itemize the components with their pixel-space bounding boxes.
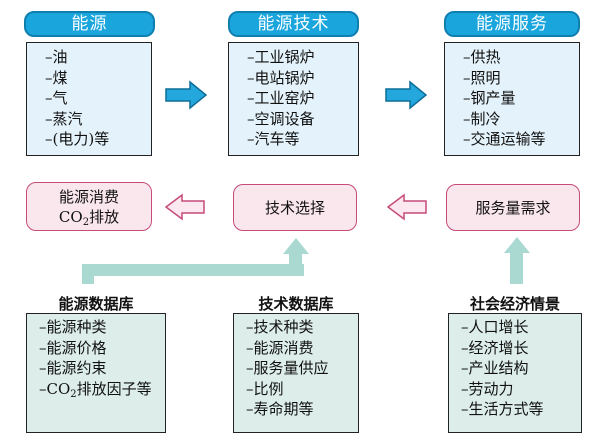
list-item: –气 <box>45 89 68 107</box>
list-item: –工业窑炉 <box>247 89 315 107</box>
list-item: –能源消费 <box>246 338 314 357</box>
energy-service-list: –供热 –照明 –钢产量 –制冷 –交通运输等 <box>444 42 580 156</box>
tech-database-list: –技术种类 –能源消费 –服务量供应 –比例 –寿命期等 <box>233 313 359 433</box>
co2-emission-label: CO2排放 <box>58 207 120 228</box>
list-item: –能源价格 <box>39 338 107 357</box>
list-item: –煤 <box>45 68 68 87</box>
energy-consumption-box: 能源消费 CO2排放 <box>26 182 152 231</box>
energy-service-header: 能源服务 <box>444 11 580 37</box>
list-item: –劳动力 <box>461 379 514 398</box>
list-item: –(电力)等 <box>45 130 110 148</box>
up-arrow-icon <box>504 237 530 253</box>
energy-database-title: 能源数据库 <box>58 295 134 313</box>
socioeconomic-scenario-title: 社会经济情景 <box>469 295 560 313</box>
energy-tech-list: –工业锅炉 –电站锅炉 –工业窑炉 –空调设备 –汽车等 <box>228 42 359 156</box>
list-item: –能源约束 <box>39 359 107 377</box>
list-item: –照明 <box>463 68 501 87</box>
connector-stem <box>82 264 94 284</box>
list-item: –工业锅炉 <box>247 48 315 66</box>
right-arrow-icon <box>165 80 208 110</box>
list-item: –服务量供应 <box>246 359 329 377</box>
up-arrow-icon <box>283 238 309 254</box>
list-item: –钢产量 <box>463 89 516 107</box>
tech-database-title: 技术数据库 <box>258 295 334 313</box>
list-item: –蒸汽 <box>45 109 83 128</box>
list-item: –生活方式等 <box>461 400 544 418</box>
socioeconomic-scenario-list: –人口增长 –经济增长 –产业结构 –劳动力 –生活方式等 <box>448 313 582 433</box>
list-item: –CO2排放因子等 <box>39 379 152 400</box>
tech-choice-box: 技术选择 <box>233 184 357 231</box>
energy-consumption-label: 能源消费 <box>58 187 119 206</box>
list-item: –人口增长 <box>461 318 529 336</box>
right-arrow-icon <box>385 80 428 110</box>
energy-database-list: –能源种类 –能源价格 –能源约束 –CO2排放因子等 <box>26 313 166 433</box>
list-item: –供热 <box>463 48 501 66</box>
list-item: –比例 <box>246 379 284 398</box>
connector-stem <box>289 252 302 276</box>
tech-choice-label: 技术选择 <box>264 198 325 217</box>
list-item: –寿命期等 <box>246 400 314 418</box>
list-item: –产业结构 <box>461 359 529 377</box>
energy-list: –油 –煤 –气 –蒸汽 –(电力)等 <box>26 42 152 156</box>
list-item: –油 <box>45 48 68 66</box>
connector-bar <box>82 264 304 276</box>
energy-tech-header: 能源技术 <box>228 11 359 37</box>
service-demand-box: 服务量需求 <box>446 184 580 231</box>
energy-header: 能源 <box>24 11 155 37</box>
connector-stem <box>510 250 523 284</box>
list-item: –电站锅炉 <box>247 68 315 87</box>
list-item: –空调设备 <box>247 109 315 128</box>
left-arrow-icon <box>164 193 205 221</box>
list-item: –能源种类 <box>39 318 107 336</box>
list-item: –经济增长 <box>461 338 529 357</box>
service-demand-label: 服务量需求 <box>475 198 551 217</box>
list-item: –汽车等 <box>247 130 300 148</box>
list-item: –技术种类 <box>246 318 314 336</box>
list-item: –制冷 <box>463 109 501 128</box>
list-item: –交通运输等 <box>463 130 546 148</box>
left-arrow-icon <box>386 193 427 221</box>
